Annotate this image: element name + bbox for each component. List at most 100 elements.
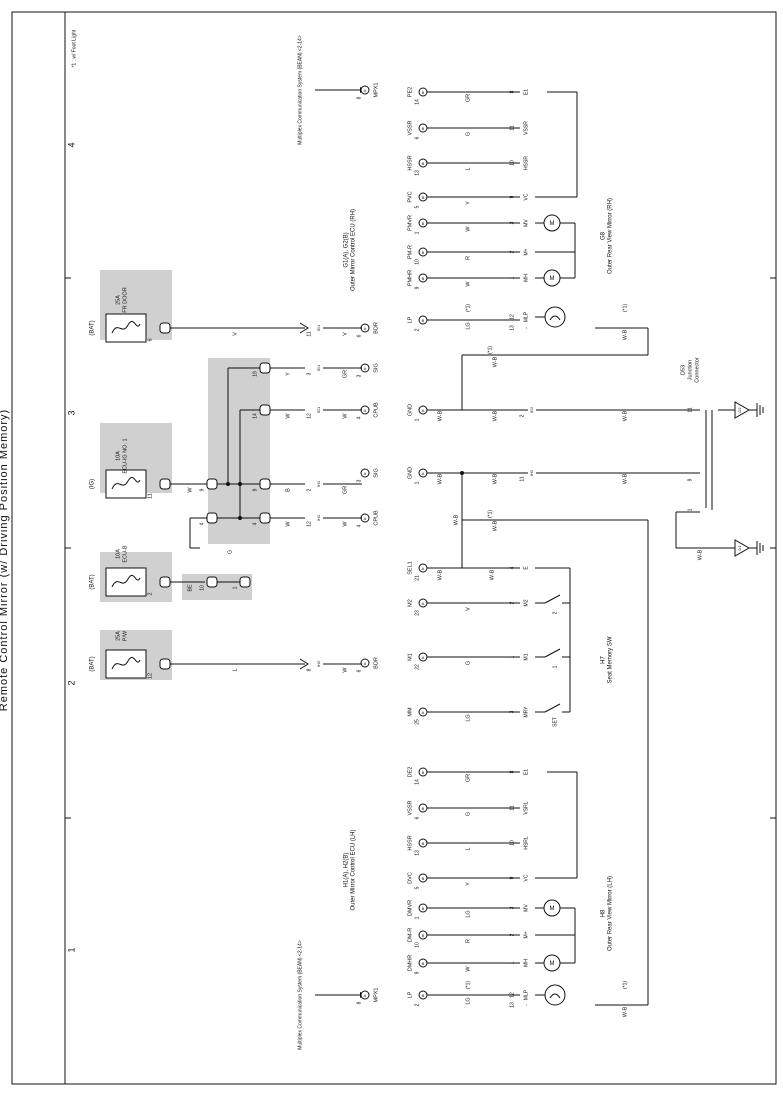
sensor-box bbox=[538, 120, 556, 138]
wire-color-label: W bbox=[342, 667, 348, 673]
mirror-box bbox=[520, 752, 595, 1015]
connector-id: IH1 bbox=[529, 469, 534, 476]
switch-name: Seat Memory SW bbox=[608, 636, 614, 683]
ecu-pin-conn: B bbox=[422, 276, 425, 281]
connector-id: IG1 bbox=[316, 364, 321, 371]
ecu-pin-conn: B bbox=[422, 318, 425, 323]
wire-color-label: W-B bbox=[437, 569, 443, 580]
switch-ref: H7 bbox=[601, 656, 607, 664]
wire-color-label: W-B bbox=[492, 356, 498, 367]
ecu-pin-terminal bbox=[360, 658, 370, 668]
fuse-name: P/W bbox=[122, 630, 128, 641]
footnote-mark: (*1) bbox=[487, 510, 493, 518]
wire-color-label: L bbox=[465, 847, 471, 850]
switch-contact bbox=[544, 703, 561, 713]
ecu-pin-terminal bbox=[360, 468, 370, 478]
splice-dot bbox=[460, 471, 464, 475]
ecu-pin-label: CPUB bbox=[373, 402, 379, 418]
connector-id: IG1 bbox=[316, 324, 321, 331]
junction-pin-number: 1 bbox=[232, 586, 238, 589]
wire-color-label: GR bbox=[342, 486, 348, 494]
wire-color-label: V bbox=[342, 332, 348, 336]
fuse-source: (BAT) bbox=[90, 320, 96, 335]
mirror-pin-label: VC bbox=[523, 874, 529, 881]
ecu-pin-label: SIG bbox=[373, 363, 379, 372]
fuse-element bbox=[111, 476, 141, 490]
ecu-pin-conn: A bbox=[422, 566, 425, 571]
wire-color-label: W bbox=[465, 226, 471, 232]
ecu-pin-number: 6 bbox=[356, 669, 362, 672]
footnote-mark: (*1) bbox=[465, 981, 471, 989]
ecu-pin-number: 2 bbox=[414, 328, 420, 331]
connector-pin: 12 bbox=[306, 413, 312, 419]
ecu-pin-label: PM-R bbox=[407, 245, 413, 259]
ecu-pin-label: PMHR bbox=[407, 270, 413, 286]
ecu-pin-conn: B bbox=[422, 221, 425, 226]
mirror-pin-label: HSSR bbox=[523, 156, 529, 170]
ground-connector-icon bbox=[734, 539, 751, 557]
wire-color-label: LG bbox=[465, 910, 471, 917]
wire-color-label: LG bbox=[465, 322, 471, 329]
sensor-box bbox=[565, 835, 583, 853]
ecu-pin-label: PVC bbox=[407, 191, 413, 202]
fuse-pin: 2 bbox=[147, 592, 153, 595]
fuse-rating: 10A bbox=[115, 549, 121, 559]
junction-pin: 11 bbox=[687, 407, 693, 412]
wire-color-label: L bbox=[232, 668, 238, 671]
wire-color-label: W-B bbox=[622, 1006, 628, 1017]
ecu-pin-conn: A bbox=[422, 655, 425, 660]
wire-color-label: GR bbox=[465, 94, 471, 102]
ecu-pin-conn: A bbox=[364, 471, 367, 476]
connector-pin: 12 bbox=[306, 521, 312, 527]
ecu-lh-box bbox=[368, 455, 420, 1015]
arrow-symbol bbox=[299, 658, 309, 670]
ecu-pin-conn: A bbox=[422, 408, 425, 413]
wire-color-label: W bbox=[285, 521, 291, 527]
ecu-pin-label: GND bbox=[407, 404, 413, 416]
fuse-name: ECU-IG NO. 1 bbox=[122, 438, 128, 473]
footnote: *1 : w/ Foot Light bbox=[71, 29, 77, 67]
multiplex-note-rh: Multiplex Communication System (BEAN) <2… bbox=[297, 35, 303, 145]
footnote-mark: (*1) bbox=[465, 304, 471, 312]
wire-color-label: L bbox=[465, 167, 471, 170]
wire-color-label: W bbox=[285, 413, 291, 419]
splice-dot bbox=[226, 482, 230, 486]
wire-color-label: LG bbox=[465, 997, 471, 1004]
wire-color-label: G bbox=[227, 550, 233, 554]
wire-color-label: GR bbox=[342, 370, 348, 378]
wire-color-label: G bbox=[465, 661, 471, 665]
ecu-pin-label: HSSR bbox=[407, 835, 413, 850]
wire-color-label: W bbox=[342, 413, 348, 419]
wire-color-label: W-B bbox=[622, 473, 628, 484]
connector-box bbox=[528, 400, 536, 420]
wire-color-label: W-B bbox=[453, 514, 459, 525]
ecu-pin-number: 3 bbox=[356, 374, 362, 377]
ecu-pin-terminal bbox=[360, 990, 370, 1000]
splice-dot bbox=[238, 482, 242, 486]
multiplex-note-lh: Multiplex Communication System (BEAN) <2… bbox=[297, 940, 303, 1050]
ecu-pin-number: 9 bbox=[414, 971, 420, 974]
fuse-rating: 25A bbox=[115, 631, 121, 641]
ecu-pin-number: 4 bbox=[356, 416, 362, 419]
ecu-pin-conn: A bbox=[364, 366, 367, 371]
mirror-pin-label: MH bbox=[523, 959, 529, 967]
ecu-pin-number: 5 bbox=[414, 205, 420, 208]
ecu-pin-conn: A bbox=[422, 710, 425, 715]
ecu-pin-number: 4 bbox=[356, 524, 362, 527]
wire-color-label: W bbox=[465, 281, 471, 287]
ecu-pin-number: 8 bbox=[356, 1001, 362, 1004]
wire-color-label: W-B bbox=[489, 569, 495, 580]
connector-box bbox=[315, 474, 323, 494]
mirror-pin-label: VSSR bbox=[523, 121, 529, 135]
ecu-pin-label: PMVR bbox=[407, 215, 413, 231]
fuse-rating: 25A bbox=[115, 295, 121, 305]
ecu-pin-label: GND bbox=[407, 467, 413, 479]
mirror-pin-label: MLP bbox=[523, 311, 529, 322]
mirror-pin-label: MH bbox=[523, 274, 529, 282]
ecu-pin-conn: A bbox=[364, 88, 367, 93]
junction-pin-number: 4 bbox=[252, 522, 258, 525]
ecu-pin-conn: A bbox=[364, 326, 367, 331]
wire-color-label: W-B bbox=[622, 329, 628, 340]
ecu-lh-ref: H1(A), H2(B) bbox=[344, 853, 350, 888]
